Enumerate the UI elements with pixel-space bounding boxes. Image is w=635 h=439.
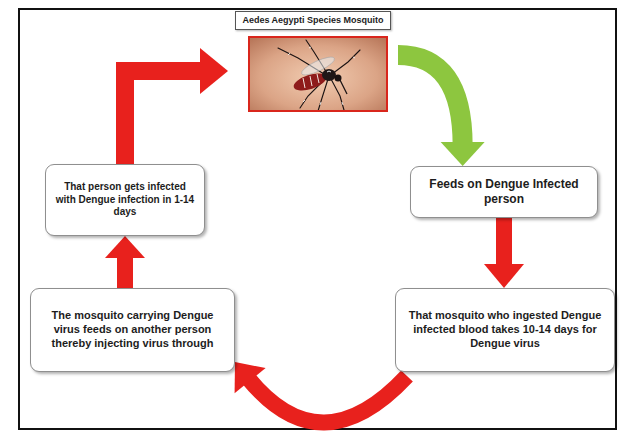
arrow-head: [105, 236, 145, 258]
arrow-head: [441, 142, 485, 166]
mosquito-thorax: [322, 69, 336, 81]
box-text: That person gets infected with Dengue in…: [54, 181, 196, 219]
abdomen-stripes: [303, 74, 319, 88]
process-box: Feeds on Dengue Infected person: [410, 166, 598, 218]
flow-arrow: [235, 362, 407, 422]
arrow-head: [235, 362, 266, 393]
photo-border: [249, 37, 387, 111]
mosquito-proboscis: [340, 80, 347, 94]
mosquito-legs: [278, 40, 360, 111]
arrow-shaft: [248, 376, 407, 422]
arrow-shaft: [398, 55, 463, 146]
arrow-head: [484, 264, 524, 288]
arrow-shaft: [125, 71, 204, 164]
arrow-head: [200, 48, 228, 94]
title-label: Aedes Aegypti Species Mosquito: [235, 11, 390, 30]
box-text: That mosquito who ingested Dengue infect…: [404, 309, 606, 350]
arrow-shaft: [496, 218, 512, 268]
flow-arrow: [105, 236, 145, 288]
leg-stripes: [288, 47, 355, 105]
process-box: That mosquito who ingested Dengue infect…: [395, 288, 615, 372]
flow-arrow: [398, 55, 485, 166]
box-text: The mosquito carrying Dengue virus feeds…: [39, 309, 226, 350]
thorax-marking: [327, 71, 331, 72]
flow-arrow: [125, 48, 228, 164]
process-box: The mosquito carrying Dengue virus feeds…: [30, 288, 235, 372]
skin-background: [248, 36, 388, 112]
photo-node: Aedes Aegypti Species Mosquito: [228, 11, 398, 112]
flow-arrow: [484, 218, 524, 288]
box-text: Feeds on Dengue Infected person: [419, 177, 589, 207]
mosquito-photo: [248, 36, 388, 112]
arrow-shaft: [117, 255, 133, 288]
process-box: That person gets infected with Dengue in…: [45, 164, 205, 236]
